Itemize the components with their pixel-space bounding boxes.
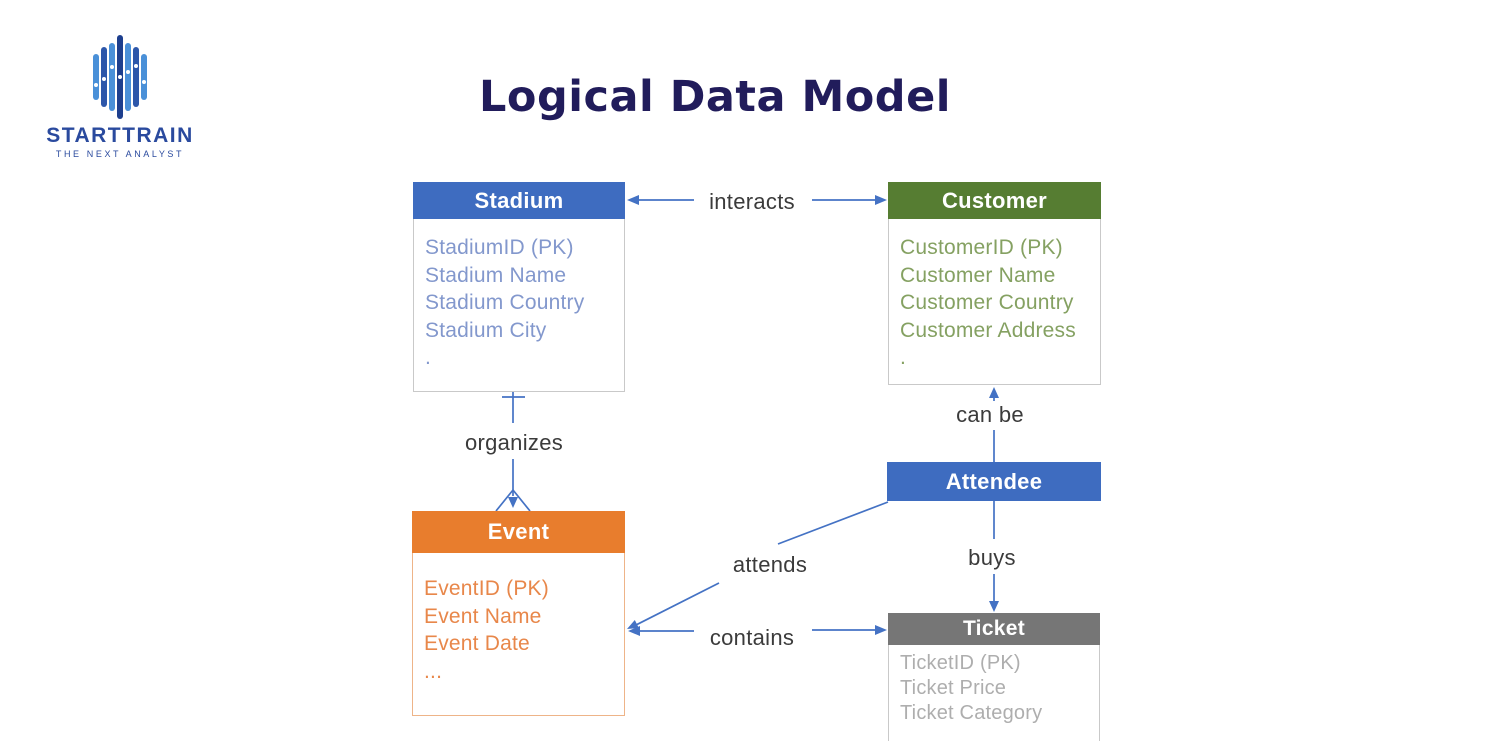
entity-attribute: Stadium City	[425, 318, 547, 342]
entity-attribute: .	[425, 346, 432, 369]
entity-attribute: TicketID (PK)	[900, 652, 1021, 674]
entity-event-header: Event	[412, 511, 625, 553]
entity-ticket-attributes: TicketID (PK) Ticket Price Ticket Catego…	[889, 644, 1099, 726]
entity-attendee-header: Attendee	[887, 462, 1101, 501]
entity-attendee: Attendee	[887, 462, 1101, 501]
entity-event-attributes: EventID (PK) Event Name Event Date ...	[413, 552, 624, 685]
entity-attribute: Ticket Category	[900, 702, 1043, 724]
entity-ticket-header: Ticket	[888, 613, 1100, 645]
page-title: Logical Data Model	[479, 72, 951, 122]
entity-customer: Customer CustomerID (PK) Customer Name C…	[888, 182, 1101, 385]
entity-stadium: Stadium StadiumID (PK) Stadium Name Stad…	[413, 182, 625, 392]
entity-attribute: Customer Country	[900, 291, 1074, 314]
entity-attribute: CustomerID (PK)	[900, 236, 1063, 259]
relationship-label-interacts: interacts	[705, 189, 799, 215]
entity-attribute: Event Name	[424, 604, 542, 628]
entity-attribute: Customer Name	[900, 263, 1056, 287]
entity-attribute: Event Date	[424, 632, 530, 655]
relationship-label-can-be: can be	[952, 402, 1028, 428]
relationship-label-organizes: organizes	[460, 430, 568, 456]
entity-customer-attributes: CustomerID (PK) Customer Name Customer C…	[889, 218, 1100, 372]
entity-event: Event EventID (PK) Event Name Event Date…	[412, 511, 625, 716]
entity-attribute: Customer Address	[900, 318, 1076, 342]
relationship-label-attends: attends	[728, 552, 812, 578]
equalizer-icon	[28, 34, 212, 120]
entity-attribute: Stadium Country	[425, 291, 585, 314]
entity-attribute: ...	[424, 659, 443, 683]
logo-name: STARTTRAIN	[46, 124, 194, 147]
entity-customer-header: Customer	[888, 182, 1101, 219]
relationship-label-buys: buys	[964, 545, 1020, 571]
entity-attribute: .	[900, 346, 907, 369]
entity-stadium-attributes: StadiumID (PK) Stadium Name Stadium Coun…	[414, 218, 624, 372]
entity-stadium-header: Stadium	[413, 182, 625, 219]
entity-attribute: Ticket Price	[900, 677, 1007, 699]
entity-ticket: Ticket TicketID (PK) Ticket Price Ticket…	[888, 613, 1100, 741]
relationship-label-contains: contains	[705, 625, 799, 651]
logo-tagline: THE NEXT ANALYST	[55, 149, 185, 159]
entity-attribute: EventID (PK)	[424, 577, 549, 600]
starttrain-logo: STARTTRAIN THE NEXT ANALYST	[28, 34, 212, 159]
entity-attribute: Stadium Name	[425, 263, 567, 287]
entity-attribute: StadiumID (PK)	[425, 236, 574, 259]
